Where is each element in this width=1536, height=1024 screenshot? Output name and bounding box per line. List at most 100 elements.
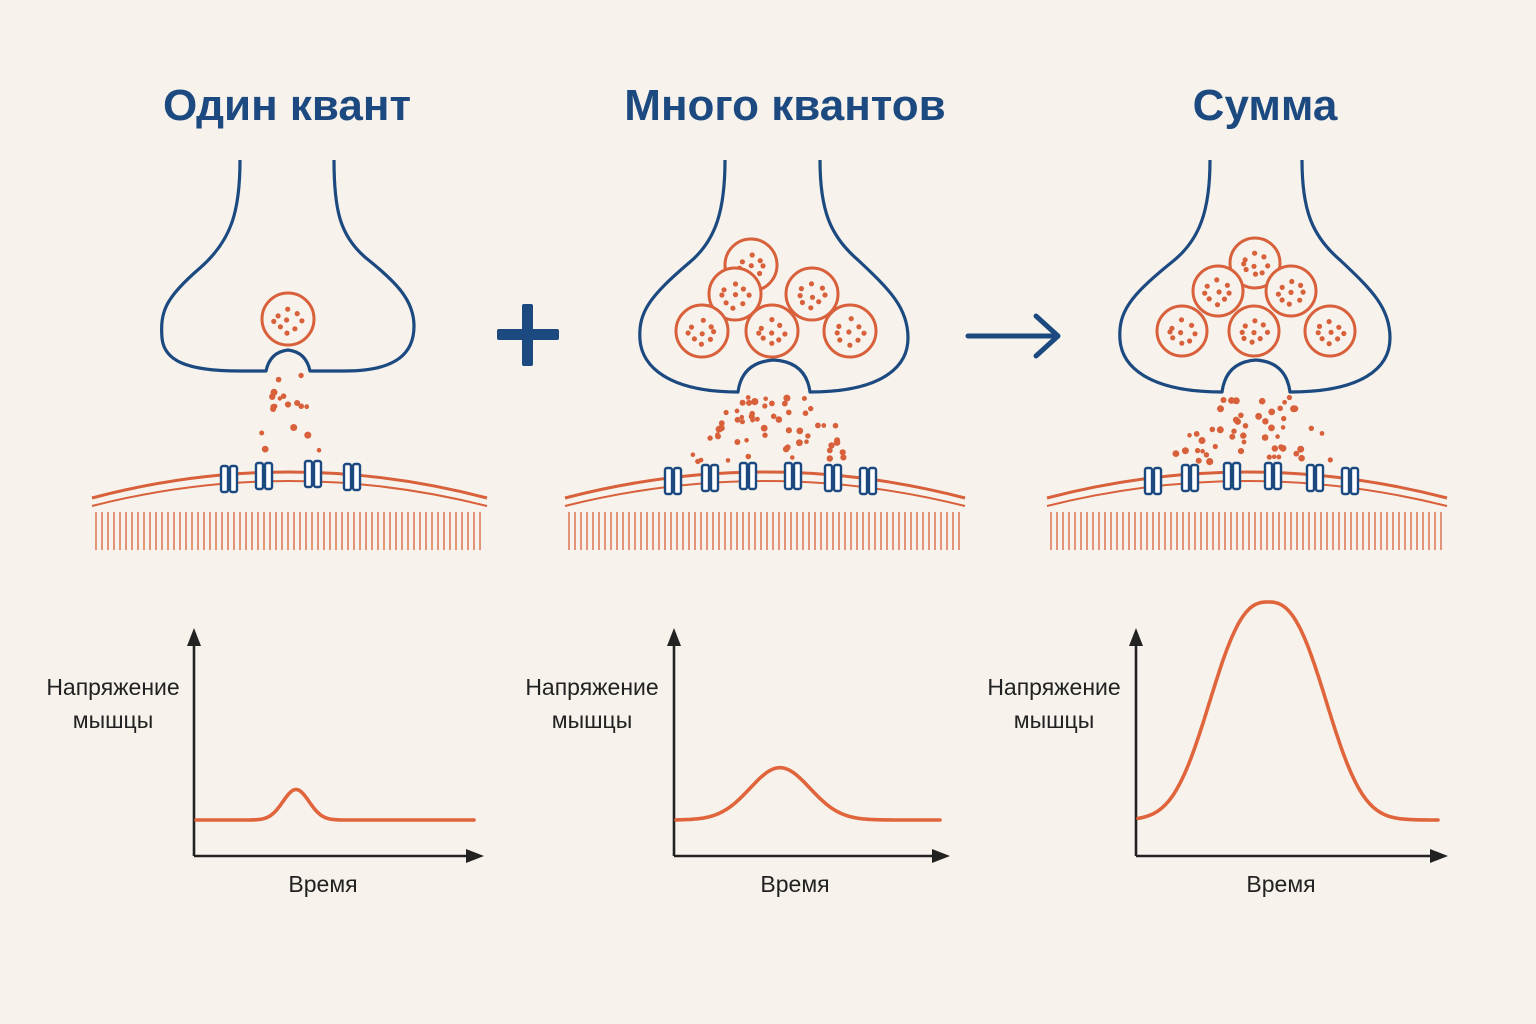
receptor-subunit — [254, 461, 265, 491]
transmitter-dot — [762, 432, 768, 438]
vesicle-transmitter-dot — [808, 281, 815, 287]
vesicle-transmitter-dot — [275, 313, 281, 319]
receptor-subunit — [1349, 466, 1360, 496]
vesicle-transmitter-dot — [1202, 290, 1208, 296]
vesicle-transmitter-dot — [760, 263, 766, 269]
receptor-subunit — [1305, 463, 1316, 493]
vesicle-transmitter-dot — [782, 331, 788, 337]
released-transmitter-sum — [1172, 394, 1333, 466]
transmitter-dot — [261, 445, 269, 453]
vesicle-transmitter-dot — [1260, 322, 1266, 328]
receptor-subunit — [792, 461, 803, 491]
transmitter-dot — [723, 409, 729, 416]
receptor-subunit — [747, 461, 758, 491]
response-curve-many — [674, 765, 942, 822]
receptor-subunit — [351, 462, 362, 492]
receptor-subunit — [783, 461, 794, 491]
transmitter-dot — [1271, 445, 1279, 452]
vesicle-transmitter-dot — [799, 299, 806, 306]
vesicle-transmitter-dot — [797, 293, 803, 299]
vesicle-transmitter-dot — [708, 324, 714, 330]
transmitter-dot — [1277, 405, 1283, 412]
transmitter-dot — [785, 427, 793, 434]
vesicle-transmitter-dot — [1259, 270, 1265, 276]
vesicle-transmitter-dot — [698, 341, 705, 347]
muscle-membrane-inner-single — [91, 480, 488, 507]
vesicle-transmitter-dot — [1288, 289, 1294, 295]
transmitter-dot — [1286, 394, 1292, 401]
vesicles-many — [674, 237, 878, 359]
synapse-single — [91, 159, 488, 550]
transmitter-dot — [1172, 450, 1180, 457]
transmitter-dot — [796, 427, 804, 435]
vesicle-transmitter-dot — [819, 285, 826, 291]
transmitter-dot — [1261, 434, 1269, 441]
vesicles-sum — [1155, 236, 1357, 358]
vesicle-transmitter-dot — [1224, 282, 1230, 288]
vesicle-transmitter-dot — [1216, 289, 1222, 295]
transmitter-dot — [1258, 397, 1266, 405]
transmitter-dot — [1212, 443, 1218, 450]
transmitter-dot — [1232, 397, 1240, 405]
y-axis-label-sum-line2: мышцы — [1014, 707, 1095, 733]
vesicle-transmitter-dot — [740, 286, 747, 292]
receptor-subunit — [738, 461, 749, 491]
vesicle-transmitter-dot — [1189, 322, 1195, 328]
transmitter-dot — [801, 396, 807, 401]
transmitter-dot — [275, 376, 282, 383]
vesicle-transmitter-dot — [285, 306, 291, 312]
vesicle-transmitter-dot — [299, 318, 305, 324]
vesicle-transmitter-dot — [271, 318, 277, 324]
vesicle-transmitter-dot — [1326, 319, 1332, 325]
vesicle-transmitter-dot — [1335, 336, 1341, 342]
panel-many: Много квантов Напряжение мышцы Время — [525, 81, 966, 897]
vesicle-transmitter-dot — [1187, 338, 1193, 344]
transmitter-dot — [725, 458, 731, 463]
synaptic-vesicle — [1191, 264, 1245, 318]
vesicle-transmitter-dot — [1252, 271, 1259, 277]
vesicle-transmitter-dot — [1239, 329, 1245, 335]
vesicle-transmitter-dot — [1298, 282, 1304, 288]
graph-single: Напряжение мышцы Время — [46, 628, 484, 897]
vesicle-transmitter-dot — [284, 317, 290, 323]
vesicle-transmitter-dot — [856, 324, 862, 330]
receptor-subunit — [1314, 463, 1325, 493]
vesicle-transmitter-dot — [1206, 296, 1212, 302]
transmitter-dot — [748, 414, 754, 419]
transmitter-dot — [775, 416, 783, 423]
panel-title-single: Один квант — [163, 81, 411, 130]
vesicle-transmitter-dot — [1170, 335, 1176, 341]
nerve-terminal-sum — [1118, 159, 1392, 394]
transmitter-dot — [805, 433, 811, 439]
synaptic-vesicle — [744, 303, 800, 359]
vesicle-transmitter-dot — [1341, 330, 1347, 337]
receptor-icon — [663, 466, 683, 496]
transmitter-dot — [1237, 448, 1245, 455]
vesicle-transmitter-dot — [808, 305, 814, 311]
transmitter-dot — [790, 455, 795, 460]
transmitter-dot — [272, 403, 278, 409]
vesicle-transmitter-dot — [284, 330, 290, 336]
muscle-membrane-inner-sum — [1046, 480, 1448, 507]
response-curve-single — [194, 787, 476, 822]
receptor-subunit — [1222, 461, 1233, 491]
transmitter-dot — [744, 438, 749, 443]
transmitter-dot — [734, 416, 741, 423]
vesicle-transmitter-dot — [699, 331, 705, 337]
receptor-icon — [303, 459, 323, 489]
transmitter-dot — [1279, 444, 1287, 452]
vesicle-transmitter-dot — [685, 330, 691, 336]
vesicle-transmitter-dot — [1257, 336, 1263, 342]
y-axis-label-single-line1: Напряжение — [46, 674, 179, 700]
nerve-terminal-many — [638, 159, 910, 394]
transmitter-dot — [746, 399, 752, 406]
transmitter-dot — [739, 419, 746, 425]
y-axis-arrowhead-sum — [1129, 628, 1143, 646]
receptor-subunit — [263, 461, 274, 491]
vesicle-transmitter-dot — [769, 340, 775, 346]
vesicle-transmitter-dot — [1204, 283, 1210, 289]
panel-single: Один квант Напряжение мышцы Время — [46, 81, 488, 897]
vesicle-transmitter-dot — [277, 324, 283, 330]
transmitter-dot — [1308, 425, 1315, 431]
transmitter-dot — [284, 401, 292, 408]
